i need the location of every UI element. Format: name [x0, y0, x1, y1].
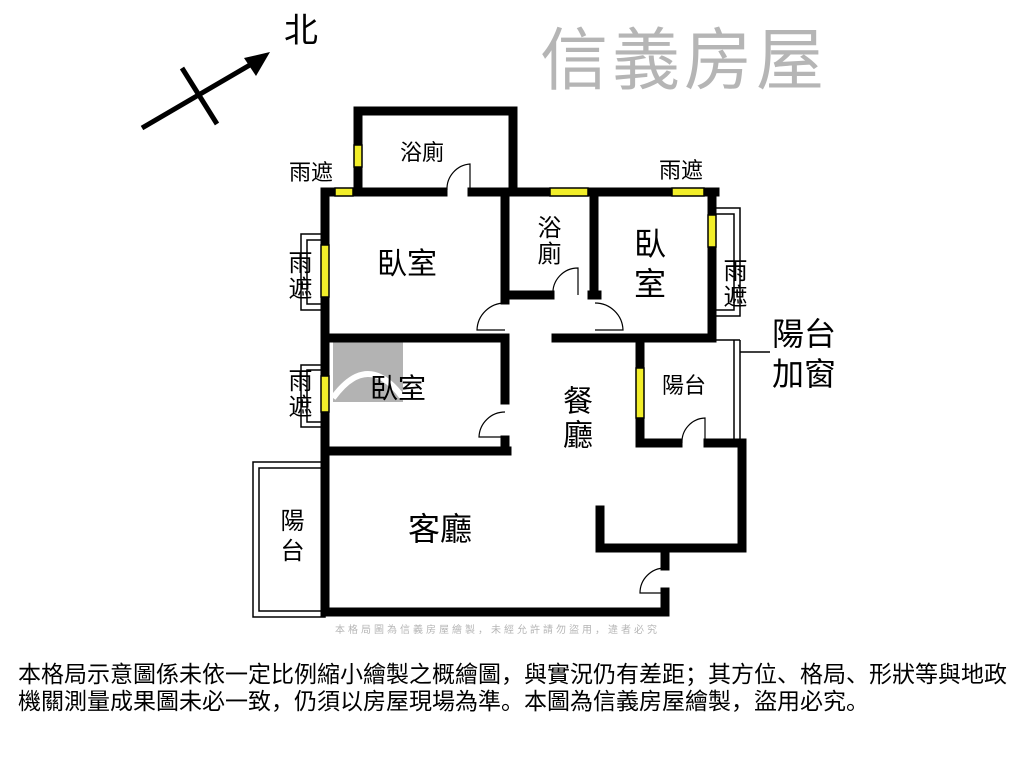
canopy-top-left: 雨遮	[289, 161, 334, 186]
balcony-outlines	[252, 207, 770, 618]
compass-north-label: 北	[284, 11, 318, 51]
disclaimer-text: 本格局示意圖係未依一定比例縮小繪製之概繪圖，與實況仍有差距；其方位、格局、形狀等…	[18, 662, 1007, 715]
room-living: 客廳	[408, 510, 473, 548]
room-bath-mid: 浴廁	[533, 215, 561, 267]
room-bedroom-small: 臥室	[370, 372, 427, 405]
windows	[320, 144, 717, 419]
room-dining: 餐廳	[557, 385, 592, 453]
watermark-notice: 本格局圖為信義房屋繪製，未經允許請勿盜用，違者必究	[335, 625, 660, 636]
room-balcony-right: 陽台	[662, 374, 707, 399]
doors	[446, 163, 706, 594]
north-arrow-icon	[140, 52, 270, 131]
room-bedroom-right: 臥室	[629, 227, 667, 307]
watermark-brand: 信義房屋	[540, 22, 829, 101]
room-bath-top: 浴廁	[400, 141, 445, 166]
canopy-left-2: 雨遮	[284, 368, 312, 420]
canopy-right: 雨遮	[719, 258, 747, 310]
canopy-top-right: 雨遮	[659, 159, 704, 184]
watermark-logo	[330, 340, 406, 402]
room-balcony-left: 陽台	[276, 508, 304, 568]
room-balcony-window: 陽台加窗	[772, 315, 837, 393]
canopy-left-1: 雨遮	[284, 250, 312, 302]
room-bedroom-main: 臥室	[377, 247, 437, 282]
